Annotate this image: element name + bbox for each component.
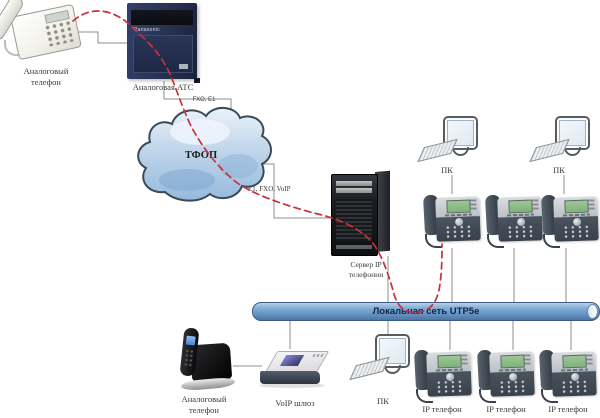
pbx-logo-mark [179,64,189,69]
server-front-panel [331,174,378,256]
monitor [443,116,478,150]
ip-phone-bottom-2-label: IP телефон [486,404,526,414]
lan-bus-end-cap [587,304,598,319]
server-grille [336,199,372,241]
server-drive-bay [336,188,372,193]
pc-icon-top-right [529,116,590,166]
phone-lcd [446,199,471,214]
ip-server-image [331,170,393,258]
monitor-stand [452,147,469,156]
pbx-top-panel [131,10,193,25]
ip-phone-icon-top-3 [540,190,599,248]
lan-bus: Локальная сеть UTP5e [252,302,600,321]
pbx-cabinet: Panasonic [127,3,200,83]
ip-phone-icon-bottom-1 [413,345,472,403]
phone-lcd [564,199,589,214]
pbx-brand-text: Panasonic [134,27,161,33]
pbx-image: Panasonic [127,3,200,83]
server-drive-bay [336,181,372,186]
phone-lcd [562,354,587,369]
pc-icon-top-left [417,116,478,166]
voip-gateway-label: VoIP шлюз [275,398,315,408]
keyboard [417,138,458,163]
server-badge [336,245,372,249]
phone-lcd [437,354,462,369]
phone-lcd [508,199,533,214]
analog-phone-body [10,3,82,61]
analog-phone-cord [4,40,20,56]
keyboard [349,356,390,381]
ip-server-label: Сервер IP телефонии [348,260,384,279]
analog-phone-top-label: Аналоговый телефон [23,66,69,87]
link-label-fxo-e1: FXO, E1 [192,97,216,103]
pc-top-left-label: ПК [441,165,453,175]
pbx-front-door [132,35,194,73]
ip-phone-icon-top-2 [484,190,543,248]
monitor-stand [564,147,581,156]
dect-phone-label: Аналоговый телефон [181,394,227,415]
ip-phone-icon-top-1 [422,190,481,248]
ip-phone-icon-bottom-2 [476,345,535,403]
analog-phone-keypad [43,19,74,47]
link-label-e1-fxo-voip: E1, FXO, VoIP [248,185,291,193]
monitor-stand [384,365,401,374]
ip-phone-bottom-1-label: IP телефон [422,404,462,414]
voip-gateway-image [259,346,331,396]
pc-top-right-label: ПК [553,165,565,175]
dect-keypad [183,348,195,368]
pc-icon-bottom [349,334,410,384]
lan-bus-label: Локальная сеть UTP5e [372,306,480,317]
dect-phone-image [172,327,236,392]
pc-bottom-label: ПК [377,396,389,406]
analog-phone-image [0,0,86,64]
ip-phone-bottom-3-label: IP телефон [548,404,588,414]
ip-phone-icon-bottom-3 [538,345,597,403]
phone-lcd [500,354,525,369]
keyboard [529,138,570,163]
pstn-cloud-label: ТФОП [184,150,218,161]
dect-screen [185,335,196,346]
gateway-front-face [260,371,320,384]
pbx-label: Аналоговая АТС [132,82,194,92]
dect-foot [180,376,236,392]
